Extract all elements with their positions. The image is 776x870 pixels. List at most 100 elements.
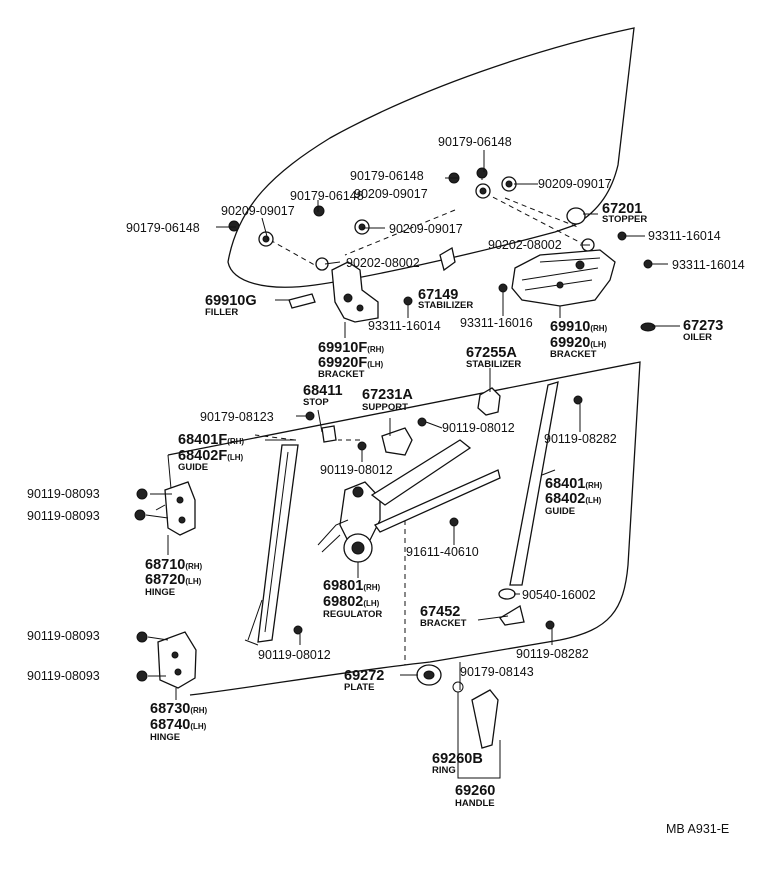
- label-support: SUPPORT: [362, 402, 408, 413]
- bolt-icon: [136, 670, 148, 682]
- label-90119-08093-d: 90119-08093: [27, 669, 100, 683]
- label-90179-08143: 90179-08143: [460, 665, 534, 679]
- nut-icon: [476, 167, 488, 179]
- label-69801-rh: 69801(RH): [323, 578, 381, 594]
- bolt-icon: [498, 283, 508, 293]
- label-69260: 69260: [455, 783, 495, 799]
- label-67452: 67452: [420, 604, 460, 620]
- bolt-icon: [643, 259, 653, 269]
- rear-guide-rail: [509, 381, 559, 586]
- label-68411: 68411: [303, 383, 343, 399]
- label-69920-lh: 69920(LH): [550, 335, 607, 351]
- leader-lines: [145, 150, 680, 779]
- label-67273: 67273: [683, 318, 723, 334]
- bolt-icon: [293, 625, 303, 635]
- ring-icon: [452, 681, 464, 693]
- filler-part: [288, 293, 316, 309]
- bolt-icon: [136, 631, 148, 643]
- label-93311-16014-c: 93311-16014: [368, 319, 441, 333]
- label-bracket-a: BRACKET: [550, 349, 597, 360]
- label-90179-06148-far-left: 90179-06148: [126, 221, 200, 235]
- stopper-icon: [566, 207, 586, 225]
- nut-icon: [228, 220, 240, 232]
- upper-hinge-part: [164, 481, 196, 536]
- label-90119-08282-a: 90119-08282: [544, 432, 617, 446]
- label-regulator: REGULATOR: [323, 609, 382, 620]
- front-guide-rail: [257, 444, 299, 643]
- regulator-part: [317, 439, 501, 563]
- label-bracket-b: BRACKET: [318, 369, 365, 380]
- nut-icon: [313, 205, 325, 217]
- label-69260b: 69260B: [432, 751, 483, 767]
- washer-icon: [358, 223, 366, 231]
- label-69910g: 69910G: [205, 293, 257, 309]
- lower-hinge-part: [157, 631, 197, 689]
- label-68402f-lh: 68402F(LH): [178, 448, 244, 464]
- bolt-icon: [573, 395, 583, 405]
- label-90119-08093-a: 90119-08093: [27, 487, 100, 501]
- front-bracket-part: [331, 246, 456, 323]
- label-90119-08012-c: 90119-08012: [258, 648, 331, 662]
- label-90209-09017-a: 90209-09017: [538, 177, 612, 191]
- bolt-icon: [136, 488, 148, 500]
- bolt-icon: [357, 441, 367, 451]
- label-90179-06148-top: 90179-06148: [438, 135, 512, 149]
- handle-part: [471, 689, 499, 749]
- label-68710-rh: 68710(RH): [145, 557, 203, 573]
- oiler-icon: [640, 322, 656, 332]
- label-90119-08282-b: 90119-08282: [516, 647, 589, 661]
- label-90540-16002: 90540-16002: [522, 588, 596, 602]
- support-part: [381, 427, 413, 456]
- door-panel-outline: [167, 361, 641, 696]
- dash-line-2: [504, 197, 581, 229]
- dash-line-4: [344, 209, 456, 256]
- washer-icon: [479, 187, 487, 195]
- washer-parts: [228, 167, 656, 332]
- label-90179-08123: 90179-08123: [200, 410, 274, 424]
- label-90209-09017-b: 90209-09017: [354, 187, 428, 201]
- rear-bracket-part: [511, 249, 616, 307]
- label-oiler: OILER: [683, 332, 712, 343]
- bolt-icon: [134, 509, 146, 521]
- label-69920f-lh: 69920F(LH): [318, 355, 384, 371]
- label-handle: HANDLE: [455, 798, 495, 809]
- bolt-icon: [449, 517, 459, 527]
- label-90202-08002-left: 90202-08002: [346, 256, 420, 270]
- washer-icon: [505, 180, 513, 188]
- bolt-icon: [403, 296, 413, 306]
- bolt-icon: [545, 620, 555, 630]
- label-67201: 67201: [602, 201, 642, 217]
- label-90209-09017-d: 90209-09017: [389, 222, 463, 236]
- bracket-67452-part: [499, 604, 525, 626]
- label-67255a: 67255A: [466, 345, 517, 361]
- stop-part: [321, 425, 337, 443]
- label-93311-16014-a: 93311-16014: [648, 229, 721, 243]
- label-stabilizer-b: STABILIZER: [466, 359, 521, 370]
- label-bracket-c: BRACKET: [420, 618, 467, 629]
- label-90119-08012-b: 90119-08012: [320, 463, 393, 477]
- label-91611-40610: 91611-40610: [406, 545, 479, 559]
- door-glass-outline: [227, 27, 635, 288]
- label-69802-lh: 69802(LH): [323, 594, 380, 610]
- label-90119-08093-b: 90119-08093: [27, 509, 100, 523]
- label-68402-lh: 68402(LH): [545, 491, 602, 507]
- label-68401f-rh: 68401F(RH): [178, 432, 244, 448]
- label-69272: 69272: [344, 668, 384, 684]
- stabilizer-part: [477, 387, 501, 416]
- label-90119-08012-a: 90119-08012: [442, 421, 515, 435]
- label-guide-a: GUIDE: [178, 462, 208, 473]
- label-filler: FILLER: [205, 307, 238, 318]
- label-stop: STOP: [303, 397, 329, 408]
- label-90179-06148-left: 90179-06148: [290, 189, 364, 203]
- label-68730-rh: 68730(RH): [150, 701, 208, 717]
- label-90209-09017-c: 90209-09017: [221, 204, 295, 218]
- label-stabilizer-a: STABILIZER: [418, 300, 473, 311]
- label-stopper: STOPPER: [602, 214, 647, 225]
- label-67231a: 67231A: [362, 387, 413, 403]
- label-90179-06148-mid: 90179-06148: [350, 169, 424, 183]
- labels: 90179-06148 90179-06148 90179-06148 9017…: [27, 135, 745, 836]
- label-guide-b: GUIDE: [545, 506, 575, 517]
- dash-line-7: [254, 434, 296, 441]
- label-68720-lh: 68720(LH): [145, 572, 202, 588]
